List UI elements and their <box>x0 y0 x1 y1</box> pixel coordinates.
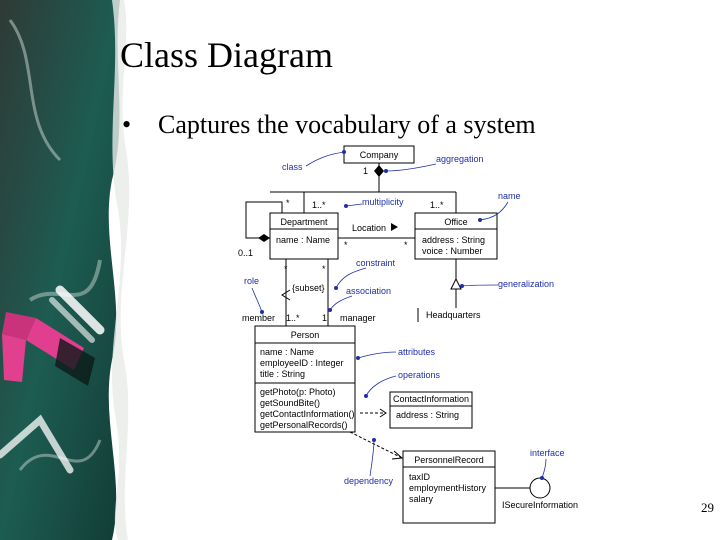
svg-text:salary: salary <box>409 494 434 504</box>
svg-text:title : String: title : String <box>260 369 305 379</box>
svg-text:*: * <box>344 240 348 250</box>
class-person: Person name : Name employeeID : Integer … <box>254 325 356 433</box>
class-contact-information: ContactInformation address : String <box>389 391 473 429</box>
svg-text:ISecureInformation: ISecureInformation <box>502 500 578 510</box>
svg-text:address : String: address : String <box>396 410 459 420</box>
bullet-marker: • <box>122 110 132 139</box>
class-headquarters: Headquarters <box>417 308 481 322</box>
svg-text:Person: Person <box>291 330 320 340</box>
svg-text:operations: operations <box>398 370 441 380</box>
svg-text:ContactInformation: ContactInformation <box>393 394 469 404</box>
annotations: class aggregation multiplicity name cons… <box>244 150 565 486</box>
svg-text:PersonnelRecord: PersonnelRecord <box>414 455 484 465</box>
svg-text:Location: Location <box>352 223 386 233</box>
interface-lollipop <box>529 477 551 499</box>
svg-text:dependency: dependency <box>344 476 394 486</box>
svg-text:employmentHistory: employmentHistory <box>409 483 487 493</box>
svg-text:getContactInformation(): getContactInformation() <box>260 409 355 419</box>
svg-text:voice : Number: voice : Number <box>422 246 483 256</box>
aggregation-diamond <box>374 165 384 177</box>
svg-text:interface: interface <box>530 448 565 458</box>
svg-text:1: 1 <box>363 166 368 176</box>
svg-text:manager: manager <box>340 313 376 323</box>
svg-text:name: name <box>498 191 521 201</box>
svg-text:attributes: attributes <box>398 347 436 357</box>
svg-text:Company: Company <box>360 150 399 160</box>
svg-text:1..*: 1..* <box>312 200 326 210</box>
svg-text:1: 1 <box>322 313 327 323</box>
class-office: Office address : String voice : Number <box>414 212 498 260</box>
svg-text:taxID: taxID <box>409 472 431 482</box>
svg-text:*: * <box>284 264 288 274</box>
svg-text:*: * <box>322 264 326 274</box>
svg-text:*: * <box>286 198 290 208</box>
svg-text:address : String: address : String <box>422 235 485 245</box>
slide-title: Class Diagram <box>120 35 333 75</box>
page-number: 29 <box>701 500 714 515</box>
svg-text:Office: Office <box>444 217 467 227</box>
svg-text:{subset}: {subset} <box>292 283 325 293</box>
svg-text:Headquarters: Headquarters <box>426 310 481 320</box>
class-company: Company <box>343 145 415 164</box>
svg-text:multiplicity: multiplicity <box>362 197 404 207</box>
class-department: Department name : Name <box>269 212 339 260</box>
svg-text:Department: Department <box>280 217 328 227</box>
svg-text:0..1: 0..1 <box>238 248 253 258</box>
svg-text:role: role <box>244 276 259 286</box>
svg-text:association: association <box>346 286 391 296</box>
svg-text:getSoundBite(): getSoundBite() <box>260 398 320 408</box>
svg-text:aggregation: aggregation <box>436 154 484 164</box>
svg-text:1..*: 1..* <box>286 313 300 323</box>
self-aggregation-diamond <box>258 234 270 242</box>
svg-text:generalization: generalization <box>498 279 554 289</box>
svg-text:name : Name: name : Name <box>276 235 330 245</box>
svg-text:name : Name: name : Name <box>260 347 314 357</box>
svg-text:getPhoto(p: Photo): getPhoto(p: Photo) <box>260 387 336 397</box>
svg-text:getPersonalRecords(): getPersonalRecords() <box>260 420 348 430</box>
class-personnel-record: PersonnelRecord taxID employmentHistory … <box>402 450 496 524</box>
svg-text:class: class <box>282 162 303 172</box>
bullet-text: Captures the vocabulary of a system <box>158 110 536 139</box>
svg-text:1..*: 1..* <box>430 200 444 210</box>
svg-text:*: * <box>404 240 408 250</box>
svg-text:member: member <box>242 313 275 323</box>
svg-text:employeeID : Integer: employeeID : Integer <box>260 358 344 368</box>
svg-text:constraint: constraint <box>356 258 396 268</box>
